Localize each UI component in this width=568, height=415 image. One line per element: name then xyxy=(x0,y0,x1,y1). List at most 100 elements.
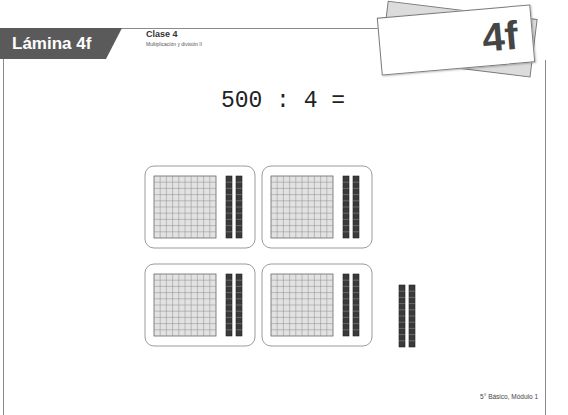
rod-segment xyxy=(236,305,242,306)
grid-line xyxy=(271,213,333,214)
sheet-number: 4f xyxy=(481,15,520,58)
rod-segment xyxy=(409,316,415,317)
rod-body xyxy=(226,176,232,238)
rod-body xyxy=(353,274,359,336)
grid-line xyxy=(320,176,321,238)
rod-segment xyxy=(409,309,415,310)
rod-segment xyxy=(399,328,405,329)
rod-segment xyxy=(353,200,359,201)
rod-segment xyxy=(226,194,232,195)
card-outline xyxy=(145,264,255,346)
rod-segment xyxy=(409,291,415,292)
rod-segment xyxy=(353,305,359,306)
rod-segment xyxy=(226,298,232,299)
rod-segment xyxy=(236,231,242,232)
rod-segment xyxy=(343,305,349,306)
rod-segment xyxy=(343,280,349,281)
grid-line xyxy=(154,207,216,208)
grid-line xyxy=(314,176,315,238)
rod-segment xyxy=(409,297,415,298)
ten-rod xyxy=(236,274,242,336)
class-subtitle: Multiplicación y división II xyxy=(146,41,202,47)
rod-segment xyxy=(226,225,232,226)
rod-segment xyxy=(343,182,349,183)
rod-segment xyxy=(343,207,349,208)
ten-rod xyxy=(399,285,405,347)
rod-segment xyxy=(236,188,242,189)
rod-segment xyxy=(399,322,405,323)
ten-rod xyxy=(236,176,242,238)
frame-line xyxy=(120,28,400,29)
tab-fill xyxy=(0,28,122,59)
flat-body xyxy=(154,274,216,336)
rod-segment xyxy=(236,311,242,312)
rod-segment xyxy=(353,219,359,220)
hundred-flat xyxy=(154,274,216,336)
rod-segment xyxy=(226,317,232,318)
ten-rod xyxy=(353,274,359,336)
rod-body xyxy=(236,274,242,336)
rod-segment xyxy=(343,194,349,195)
rod-segment xyxy=(409,303,415,304)
frame-line xyxy=(3,28,4,415)
division-title: 500 : 4 = xyxy=(221,88,345,114)
grid-line xyxy=(154,311,216,312)
grid-line xyxy=(326,274,327,336)
rod-segment xyxy=(409,322,415,323)
grid-line xyxy=(271,207,333,208)
rod-segment xyxy=(236,317,242,318)
rod-segment xyxy=(353,182,359,183)
rod-segment xyxy=(399,316,405,317)
rod-body xyxy=(236,176,242,238)
grid-line xyxy=(154,305,216,306)
rod-segment xyxy=(226,231,232,232)
grid-line xyxy=(191,176,192,238)
block-card xyxy=(262,264,372,346)
rod-segment xyxy=(353,188,359,189)
rod-segment xyxy=(353,298,359,299)
grid-line xyxy=(308,274,309,336)
grid-line xyxy=(271,219,333,220)
grid-line xyxy=(203,176,204,238)
grid-line xyxy=(271,317,333,318)
rod-body xyxy=(343,274,349,336)
grid-line xyxy=(314,274,315,336)
rod-segment xyxy=(343,231,349,232)
ten-rod xyxy=(226,176,232,238)
rod-segment xyxy=(343,298,349,299)
frame-line xyxy=(545,60,546,415)
sheet-tab: Lámina 4f xyxy=(0,28,122,59)
sheet-label: Lámina 4f xyxy=(12,35,91,52)
flat-body xyxy=(154,176,216,238)
rod-segment xyxy=(226,213,232,214)
card-outline xyxy=(145,166,255,248)
rod-body xyxy=(226,274,232,336)
ten-rod xyxy=(353,176,359,238)
rod-segment xyxy=(226,188,232,189)
rod-segment xyxy=(343,200,349,201)
grid-line xyxy=(320,274,321,336)
rod-segment xyxy=(399,297,405,298)
rod-segment xyxy=(343,188,349,189)
rod-segment xyxy=(226,323,232,324)
rod-segment xyxy=(409,334,415,335)
grid-line xyxy=(154,323,216,324)
rod-segment xyxy=(353,323,359,324)
rod-segment xyxy=(236,219,242,220)
ten-rod xyxy=(343,274,349,336)
rod-segment xyxy=(399,334,405,335)
grid-line xyxy=(154,219,216,220)
rod-segment xyxy=(236,200,242,201)
rod-body xyxy=(343,176,349,238)
rod-segment xyxy=(343,329,349,330)
grid-line xyxy=(154,225,216,226)
ten-rod xyxy=(409,285,415,347)
rod-segment xyxy=(343,225,349,226)
rod-segment xyxy=(409,340,415,341)
rod-segment xyxy=(353,194,359,195)
rod-segment xyxy=(236,280,242,281)
grid-line xyxy=(271,225,333,226)
rod-segment xyxy=(399,309,405,310)
rod-segment xyxy=(353,329,359,330)
